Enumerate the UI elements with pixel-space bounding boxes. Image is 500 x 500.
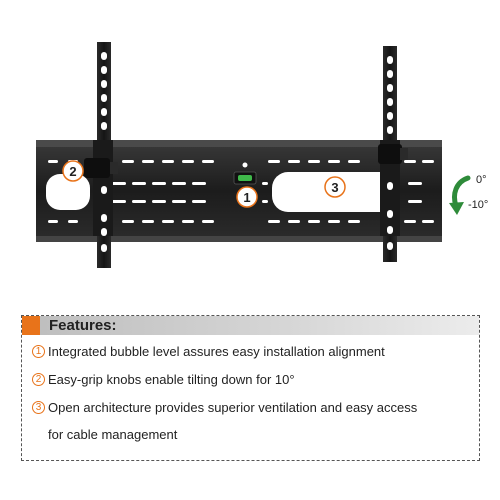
feature-item-2: 2 Easy-grip knobs enable tilting down fo…: [32, 372, 295, 387]
features-accent-bar: [22, 316, 40, 335]
bubble-level: [233, 171, 257, 185]
feature-item-3-continuation: for cable management: [48, 427, 178, 442]
tilt-label-minus-ten: -10°: [468, 199, 489, 211]
right-knob: [378, 144, 408, 164]
tilt-label-zero: 0°: [476, 174, 487, 186]
features-title: Features:: [49, 317, 117, 334]
feature-item-3: 3 Open architecture provides superior ve…: [32, 400, 417, 415]
callout-1-label: 1: [243, 190, 250, 205]
feature-text-2: Easy-grip knobs enable tilting down for …: [48, 372, 295, 387]
tv-wall-mount-illustration: 2 1 3: [36, 42, 471, 268]
feature-text-1: Integrated bubble level assures easy ins…: [48, 344, 385, 359]
callout-1: 1: [236, 186, 258, 208]
callout-2: 2: [62, 160, 84, 182]
tilt-arrow-icon: [449, 175, 471, 215]
features-box: Features: 1 Integrated bubble level assu…: [21, 315, 480, 461]
callout-3-label: 3: [331, 180, 338, 195]
feature-number-2: 2: [32, 373, 45, 386]
feature-number-1: 1: [32, 345, 45, 358]
feature-item-1: 1 Integrated bubble level assures easy i…: [32, 344, 385, 359]
callout-3: 3: [324, 176, 346, 198]
feature-text-3: Open architecture provides superior vent…: [48, 400, 418, 415]
callout-2-label: 2: [69, 164, 76, 179]
feature-number-3: 3: [32, 401, 45, 414]
left-tilt-arm: [93, 42, 113, 268]
left-knob: [84, 158, 118, 178]
features-header: Features:: [22, 316, 479, 335]
